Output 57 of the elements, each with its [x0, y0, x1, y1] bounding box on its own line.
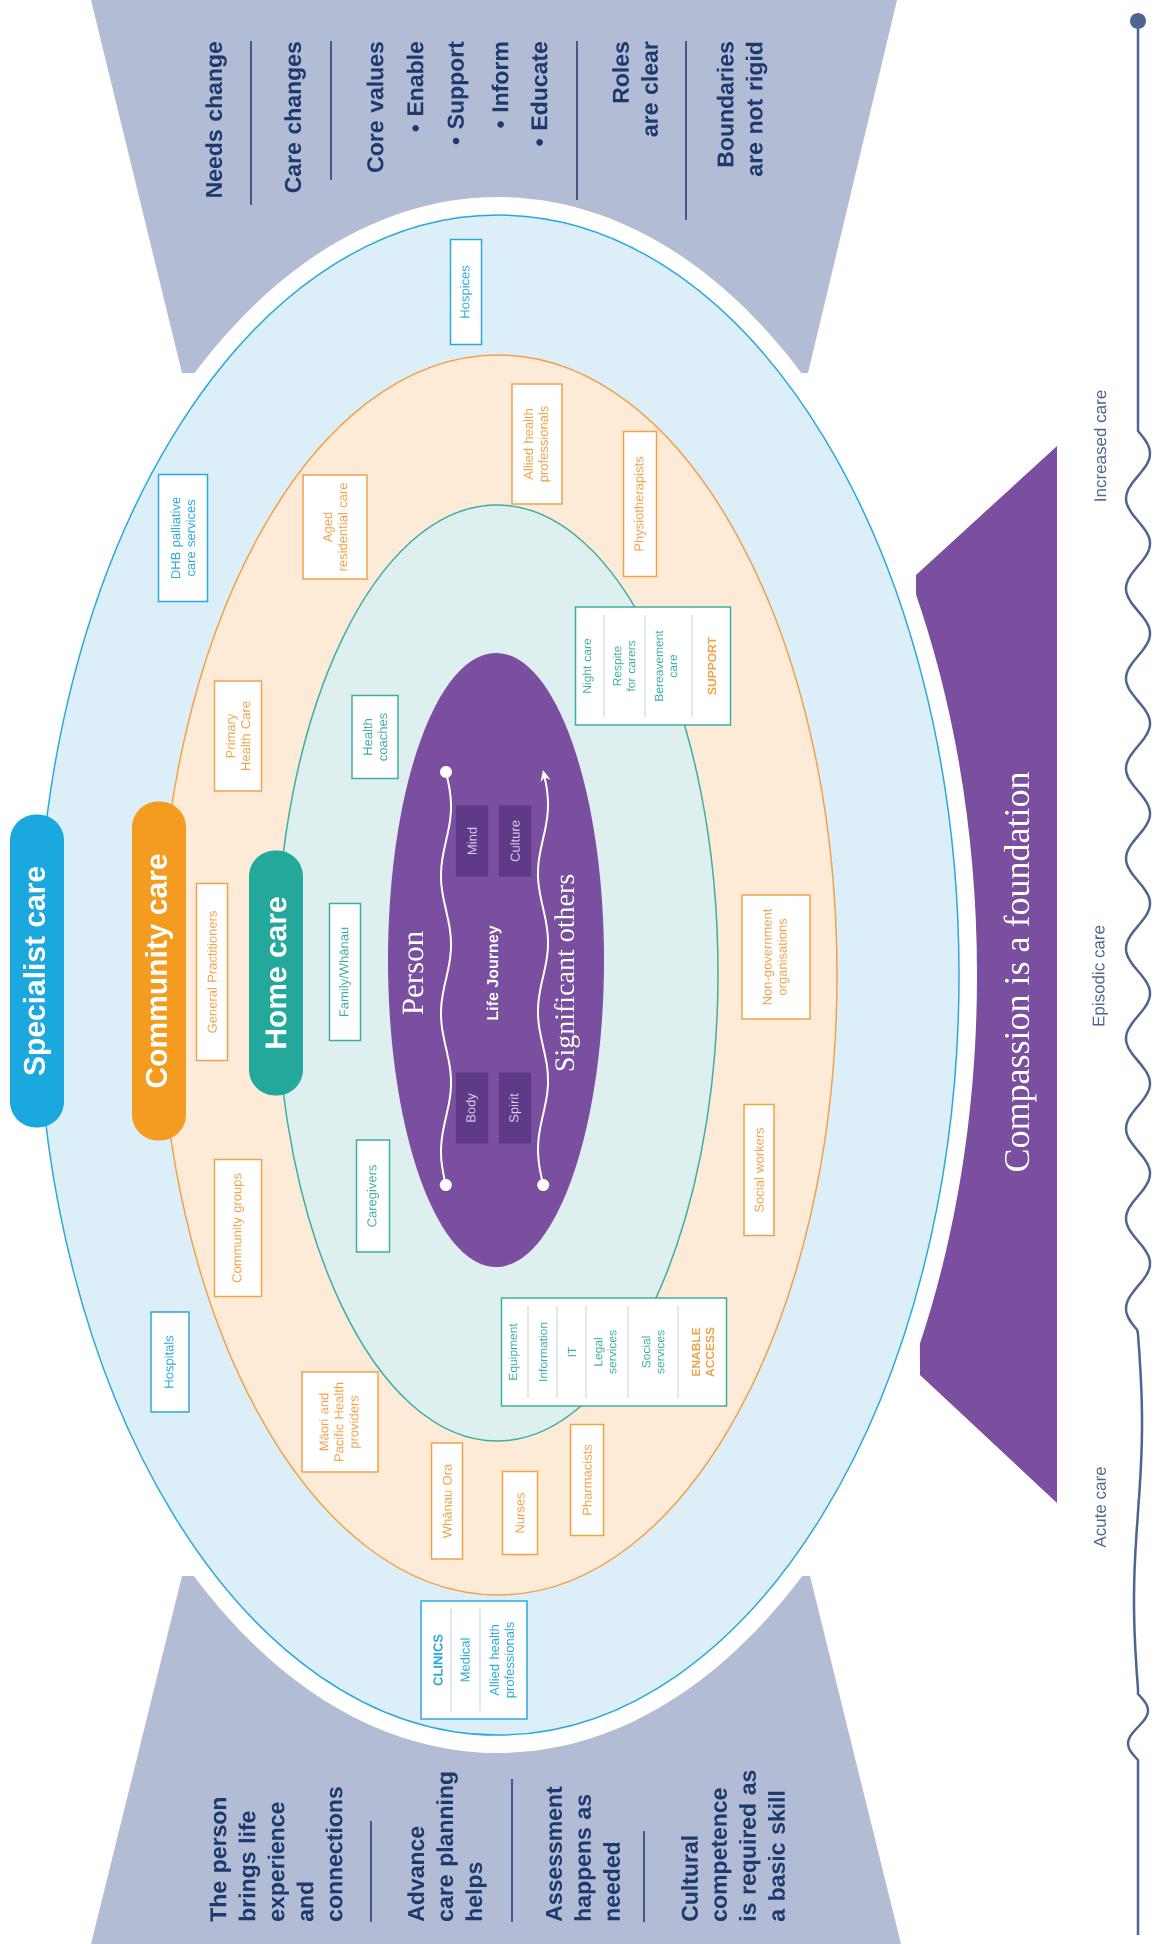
service-box: Physiotherapists [622, 430, 658, 578]
aspect-box: Spirit [498, 1072, 532, 1144]
box-text: IT [567, 1346, 577, 1357]
others-label: Significant others [554, 874, 580, 1071]
panel-text: • Inform [491, 42, 509, 128]
aspect-box: Mind [455, 805, 489, 877]
ring-label: Specialist care [10, 814, 64, 1128]
panel-text: Boundaries are not rigid [716, 42, 768, 176]
aspect-box: Body [455, 1072, 489, 1144]
care-level-label: Episodic care [1092, 925, 1108, 1026]
aspect-box: Culture [498, 805, 532, 877]
service-box: Hospices [449, 238, 483, 346]
panel-text: Advance care planning helps [407, 1772, 487, 1922]
service-box: Hospitals [150, 1311, 190, 1413]
box-text: Medical [460, 1638, 470, 1682]
service-box: Māori and Pacific Health providers [301, 1371, 379, 1473]
person-label: Person [402, 931, 424, 1015]
box-text: Respite for carers [612, 640, 636, 692]
panel-text: Needs change [205, 41, 227, 197]
panel-text: Cultural competence is required as a basic skill [681, 1770, 785, 1922]
box-text: Social services [641, 1330, 665, 1374]
service-box: Non-government organisations [741, 894, 811, 1020]
service-box: General Practitioners [195, 882, 229, 1062]
panel-text: Care changes [284, 42, 306, 193]
panel-text: • Enable [406, 41, 424, 132]
panel-text: Roles are clear [612, 41, 658, 137]
care-level-label: Increased care [1093, 390, 1107, 501]
service-box: Primary Health Care [213, 680, 263, 792]
panel-text: • Educate [530, 41, 548, 146]
box-text: Night care [582, 638, 594, 693]
service-box: Pharmacists [569, 1423, 605, 1537]
panel-text: Core values [366, 42, 384, 172]
panel-text: • Support [447, 41, 469, 145]
box-text: ENABLE ACCESS [691, 1327, 715, 1377]
service-box: Health coaches [351, 694, 399, 780]
box-text: SUPPORT [707, 637, 717, 695]
journey-label: Life Journey [486, 925, 502, 1020]
box-text: Information [538, 1322, 548, 1381]
service-box: Whānau Ora [430, 1442, 464, 1560]
care-level-label: Acute care [1094, 1467, 1106, 1548]
panel-text: Assessment happens as needed [546, 1786, 621, 1922]
box-text: CLINICS [433, 1634, 443, 1686]
ring-label: Community care [132, 801, 186, 1141]
box-text: Legal services [593, 1330, 617, 1374]
box-text: Allied health professionals [489, 1622, 517, 1698]
box-text: Bereavement care [654, 630, 678, 701]
panel-text: The person brings life experience and connections [209, 1787, 343, 1922]
service-box: Social workers [743, 1103, 775, 1237]
service-box: Family/Whānau [328, 902, 362, 1042]
ring-label: Home care [249, 850, 303, 1096]
service-box: Nurses [501, 1470, 539, 1556]
service-box: Caregivers [355, 1139, 391, 1253]
service-box: Allied health professionals [511, 383, 563, 505]
service-box: Community groups [213, 1158, 263, 1298]
service-box: Aged residential care [302, 474, 368, 580]
service-box: DHB palliative care services [157, 473, 209, 603]
box-text: Equipment [508, 1323, 520, 1380]
